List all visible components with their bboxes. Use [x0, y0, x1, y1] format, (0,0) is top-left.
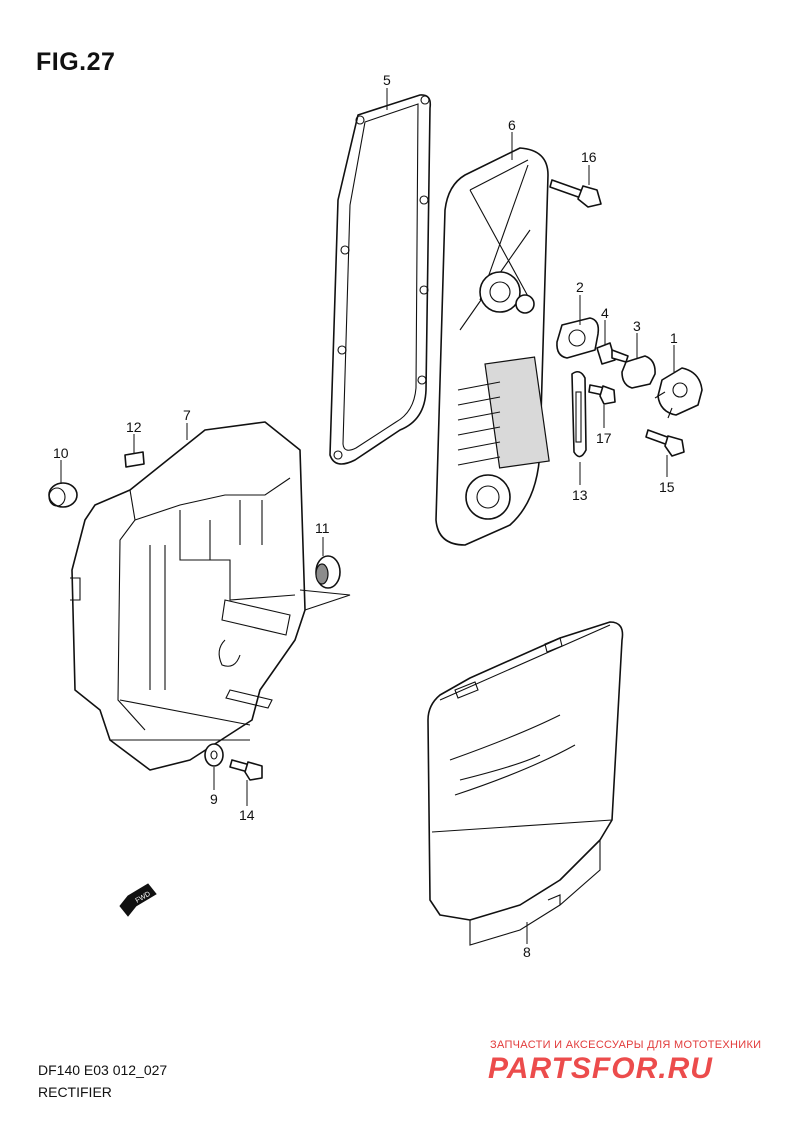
callout-10: 10 [53, 445, 69, 461]
part-12-clip [124, 451, 145, 468]
part-4-screw [596, 342, 629, 365]
callout-12: 12 [126, 419, 142, 435]
callout-2: 2 [576, 279, 584, 295]
callout-9: 9 [210, 791, 218, 807]
part-3-collar [621, 355, 656, 389]
part-10-grommet [48, 482, 78, 508]
callout-8: 8 [523, 944, 531, 960]
part-7-case [70, 421, 351, 771]
part-15-bolt [645, 429, 685, 457]
callout-17: 17 [596, 430, 612, 446]
callout-1: 1 [670, 330, 678, 346]
part-5-gasket [329, 94, 432, 465]
watermark-brand: PARTSFOR.RU [488, 1052, 713, 1085]
part-8-cover [427, 621, 624, 946]
callout-15: 15 [659, 479, 675, 495]
part-17-bolt [588, 384, 616, 405]
part-6-rectifier-plate [435, 147, 550, 546]
callout-numbers: 5 6 16 2 4 3 1 17 13 15 7 12 10 11 9 14 … [53, 72, 678, 960]
part-1-bracket [654, 367, 703, 419]
part-9-washer [204, 743, 224, 767]
section-name: RECTIFIER [38, 1084, 112, 1100]
model-code: DF140 E03 012_027 [38, 1062, 168, 1078]
part-16-bolt [549, 179, 602, 208]
callout-7: 7 [183, 407, 191, 423]
callout-3: 3 [633, 318, 641, 334]
figure-title: FIG.27 [36, 48, 116, 76]
part-14-bolt [229, 759, 263, 781]
callout-11: 11 [315, 520, 330, 536]
callout-4: 4 [601, 305, 609, 321]
watermark-tagline: ЗАПЧАСТИ И АКСЕССУАРЫ ДЛЯ МОТОТЕХНИКИ [490, 1039, 762, 1051]
leader-lines [60, 88, 675, 944]
part-11-grommet [315, 555, 341, 589]
callout-16: 16 [581, 149, 597, 165]
part-2-packing [556, 317, 600, 359]
callout-14: 14 [239, 807, 255, 823]
callout-6: 6 [508, 117, 516, 133]
fwd-arrow-icon: FWD [119, 883, 157, 917]
callout-13: 13 [572, 487, 588, 503]
part-13-strap [571, 370, 587, 458]
callout-5: 5 [383, 72, 391, 88]
